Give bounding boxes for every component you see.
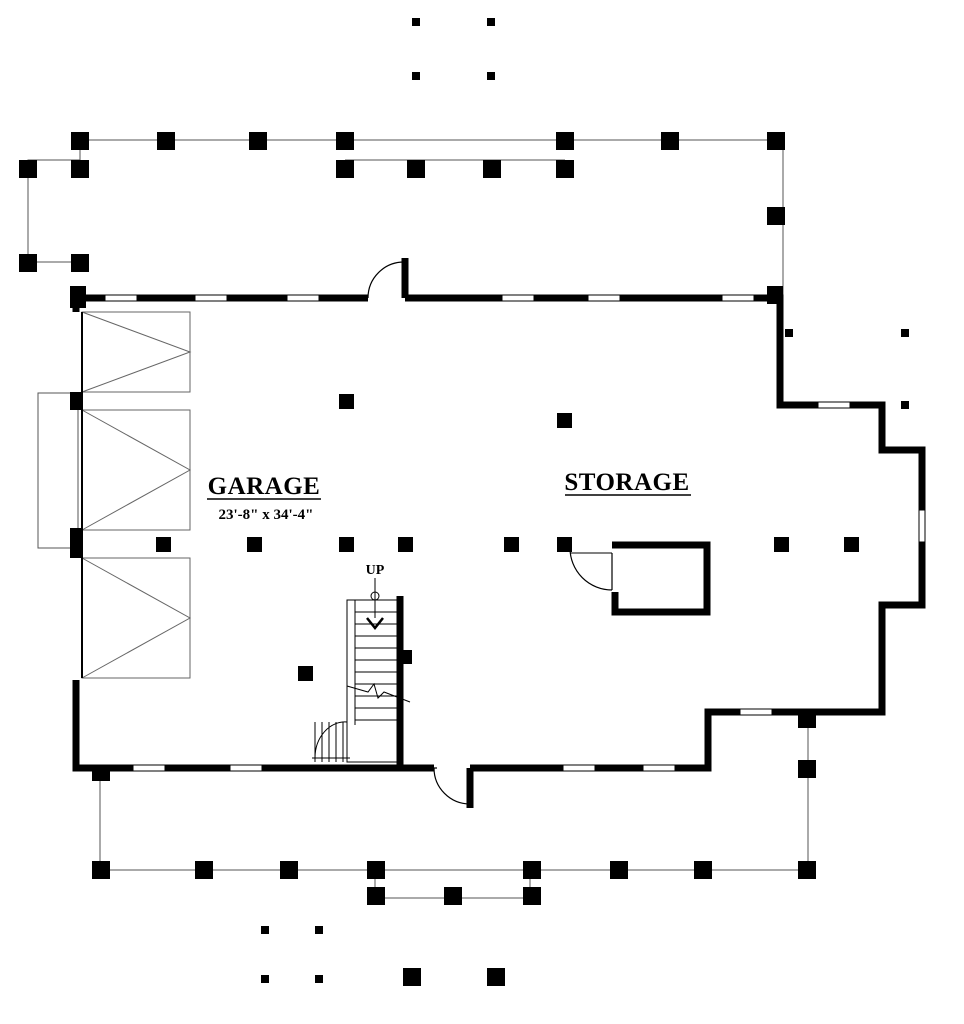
column [767, 286, 783, 304]
garage-dimensions: 23'-8" x 34'-4" [219, 507, 314, 523]
column [367, 861, 385, 879]
column [798, 712, 816, 728]
column [298, 666, 313, 681]
post [412, 18, 420, 26]
window [642, 764, 676, 772]
window [501, 294, 535, 302]
column [70, 286, 86, 308]
column [247, 537, 262, 552]
column [92, 765, 110, 781]
column [694, 861, 712, 879]
column [407, 160, 425, 178]
column [367, 887, 385, 905]
column [483, 160, 501, 178]
column [767, 207, 785, 225]
garage-door-1 [81, 311, 191, 393]
window [587, 294, 621, 302]
column [557, 537, 572, 552]
window [721, 294, 755, 302]
post [785, 329, 793, 337]
column [403, 968, 421, 986]
column [92, 861, 110, 879]
window [286, 294, 320, 302]
window [229, 764, 263, 772]
garage-doors [81, 311, 192, 679]
porch-outlines [27, 139, 809, 899]
column [157, 132, 175, 150]
top-door-swing [367, 261, 405, 299]
column [774, 537, 789, 552]
column [156, 537, 171, 552]
column [19, 160, 37, 178]
column [70, 392, 82, 410]
column [195, 861, 213, 879]
column [71, 132, 89, 150]
post [901, 401, 909, 409]
column [444, 887, 462, 905]
door-swings [367, 261, 613, 805]
post [487, 72, 495, 80]
column [19, 254, 37, 272]
window [194, 294, 228, 302]
column [336, 160, 354, 178]
column [798, 861, 816, 879]
column [400, 650, 412, 664]
window [918, 509, 926, 543]
post [315, 926, 323, 934]
windows [104, 294, 926, 772]
lower-stair-curve [314, 721, 348, 759]
window [104, 294, 138, 302]
window [562, 764, 596, 772]
stair-break-line [346, 682, 411, 703]
column [339, 394, 354, 409]
storage-label: STORAGE [564, 469, 689, 496]
left-bump-outline [37, 392, 79, 549]
bottom-door-swing [433, 767, 471, 805]
closet-door-swing [569, 545, 613, 591]
stair-up-label: UP [366, 563, 385, 578]
garage-door-3 [81, 557, 191, 679]
column [280, 861, 298, 879]
column [398, 537, 413, 552]
post [487, 18, 495, 26]
post [901, 329, 909, 337]
post [261, 926, 269, 934]
exterior-walls [72, 258, 926, 808]
column [339, 537, 354, 552]
column [557, 413, 572, 428]
stair-treads [355, 611, 399, 721]
column [71, 254, 89, 272]
column [523, 887, 541, 905]
column [556, 132, 574, 150]
stair-arrow [366, 617, 384, 631]
column [487, 968, 505, 986]
column [504, 537, 519, 552]
window [817, 401, 851, 409]
column [71, 160, 89, 178]
column [798, 760, 816, 778]
column [556, 160, 574, 178]
garage-door-2 [81, 409, 191, 531]
column [661, 132, 679, 150]
post [261, 975, 269, 983]
columns [19, 18, 909, 986]
column [610, 861, 628, 879]
window [132, 764, 166, 772]
post [412, 72, 420, 80]
column [70, 528, 82, 558]
wall-bottom-left [72, 680, 434, 772]
post [315, 975, 323, 983]
column [249, 132, 267, 150]
window [739, 708, 773, 716]
wall-top-right [405, 294, 926, 772]
column [844, 537, 859, 552]
column [336, 132, 354, 150]
column [523, 861, 541, 879]
column [767, 132, 785, 150]
stairs [312, 578, 411, 763]
closet-walls [611, 541, 711, 616]
stair-up-marker [370, 591, 380, 601]
garage-label: GARAGE [208, 473, 321, 500]
